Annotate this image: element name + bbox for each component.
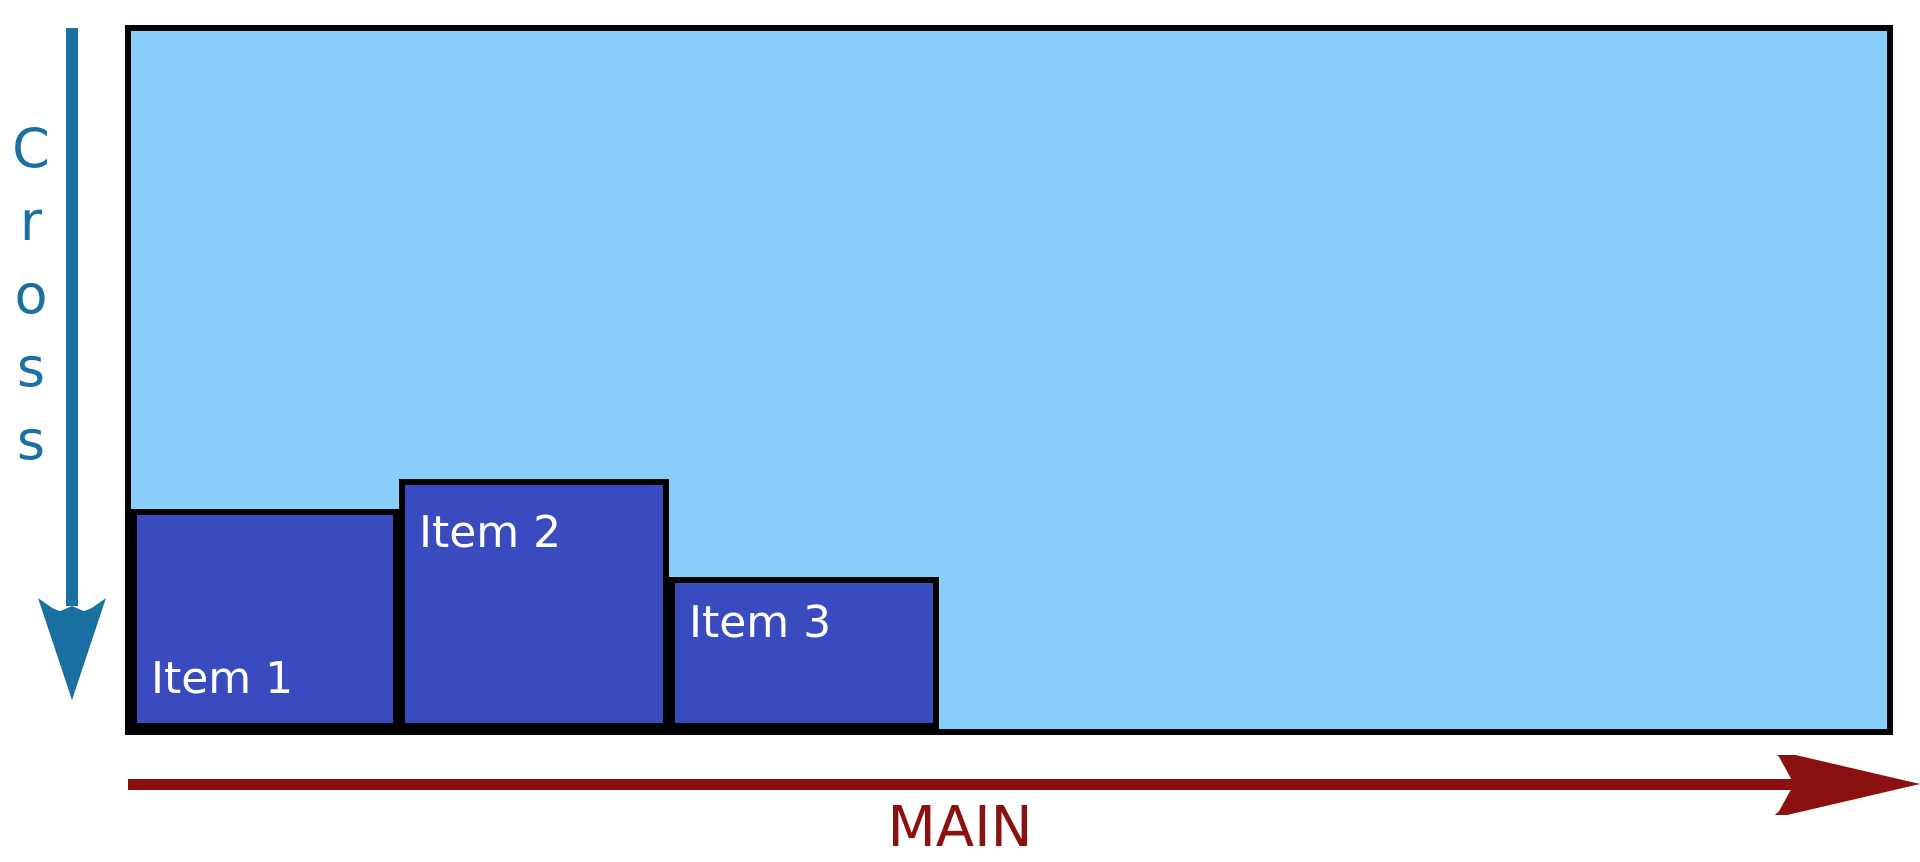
main-axis-group xyxy=(110,755,1920,815)
cross-axis-label: C r o s s xyxy=(4,112,58,477)
cross-axis-letter-4: s xyxy=(16,336,46,399)
cross-axis-letter-3: o xyxy=(14,263,48,326)
flex-item-2[interactable]: Item 2 xyxy=(399,479,669,729)
flex-item-1[interactable]: Item 1 xyxy=(131,509,399,729)
cross-axis-letter-5: s xyxy=(16,409,46,472)
main-axis-label: MAIN xyxy=(887,795,1033,860)
down-arrow-icon xyxy=(38,28,106,700)
flex-item-3[interactable]: Item 3 xyxy=(669,577,939,729)
cross-axis-letter-1: C xyxy=(12,117,50,180)
right-arrow-icon xyxy=(128,755,1920,815)
cross-axis-group: C r o s s xyxy=(0,0,130,700)
flex-item-2-label: Item 2 xyxy=(419,507,562,558)
cross-axis-letter-2: r xyxy=(19,190,43,253)
flex-item-1-label: Item 1 xyxy=(151,653,294,704)
flex-container: Item 1 Item 2 Item 3 xyxy=(125,25,1893,735)
flex-item-3-label: Item 3 xyxy=(689,597,832,648)
